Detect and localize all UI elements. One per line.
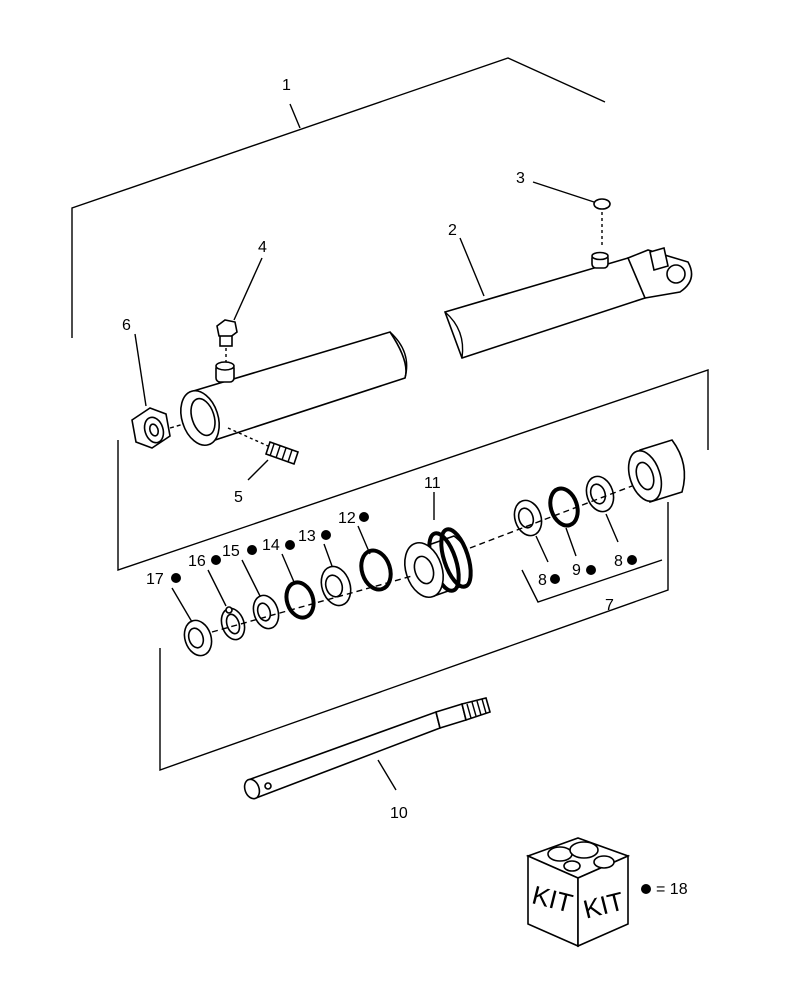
gland-cap xyxy=(627,439,686,504)
callout-17: 17 xyxy=(146,571,164,588)
callout-4: 4 xyxy=(258,239,267,256)
part-14-oring xyxy=(284,580,316,620)
kit-marker-dots xyxy=(171,512,637,584)
kit-dot-13 xyxy=(321,530,331,540)
callout-8-left: 8 xyxy=(538,572,547,589)
part-8-washer-a xyxy=(513,499,543,537)
part-16-snap-ring xyxy=(220,606,246,641)
kit-dot-8-left xyxy=(550,574,560,584)
callout-labels: 1 2 3 4 5 6 7 8 8 9 10 11 12 13 14 15 16… xyxy=(122,77,623,822)
kit-legend-text: = 18 xyxy=(656,881,688,898)
part-15-washer xyxy=(252,594,280,630)
callout-15: 15 xyxy=(222,543,240,560)
assembly-bracket xyxy=(71,57,606,338)
callout-9: 9 xyxy=(572,562,581,579)
part-5-setscrew xyxy=(227,427,300,481)
barrel-port-left xyxy=(215,361,235,383)
part-6-nut xyxy=(131,333,185,449)
callout-10: 10 xyxy=(390,805,408,822)
kit-dot-8-right xyxy=(627,555,637,565)
part-11-piston xyxy=(404,527,473,599)
callout-3: 3 xyxy=(516,170,525,187)
callout-13: 13 xyxy=(298,528,316,545)
part-4-plug xyxy=(216,257,263,362)
callout-12: 12 xyxy=(338,510,356,527)
kit-box-icon: KIT KIT xyxy=(525,837,631,948)
assembly-axis xyxy=(211,485,633,633)
callout-1: 1 xyxy=(282,77,291,94)
part-3-fitting xyxy=(532,181,611,248)
barrel-port-right xyxy=(591,251,609,269)
kit-dot-9 xyxy=(586,565,596,575)
callout-5: 5 xyxy=(234,489,243,506)
part-8-washer-b xyxy=(585,475,615,513)
part-17-washer xyxy=(183,619,213,657)
part-9-oring xyxy=(548,486,580,528)
callout-6: 6 xyxy=(122,317,131,334)
callout-2: 2 xyxy=(448,222,457,239)
callout-11: 11 xyxy=(424,475,441,492)
cylinder-barrel xyxy=(180,246,693,447)
callout-16: 16 xyxy=(188,553,206,570)
kit-dot-12 xyxy=(359,512,369,522)
callout-14: 14 xyxy=(262,537,280,554)
piston-group-bracket xyxy=(117,369,709,771)
part-12-oring xyxy=(359,548,393,592)
kit-dot-16 xyxy=(211,555,221,565)
kit-legend-dot xyxy=(641,884,651,894)
kit-legend: = 18 xyxy=(641,881,688,898)
kit-dot-15 xyxy=(247,545,257,555)
kit-dot-17 xyxy=(171,573,181,583)
kit-dot-14 xyxy=(285,540,295,550)
callout-7: 7 xyxy=(605,597,614,614)
leader-lines xyxy=(171,237,619,623)
part-13-washer xyxy=(320,565,352,607)
callout-8-right: 8 xyxy=(614,553,623,570)
part-10-piston-rod xyxy=(243,697,491,800)
